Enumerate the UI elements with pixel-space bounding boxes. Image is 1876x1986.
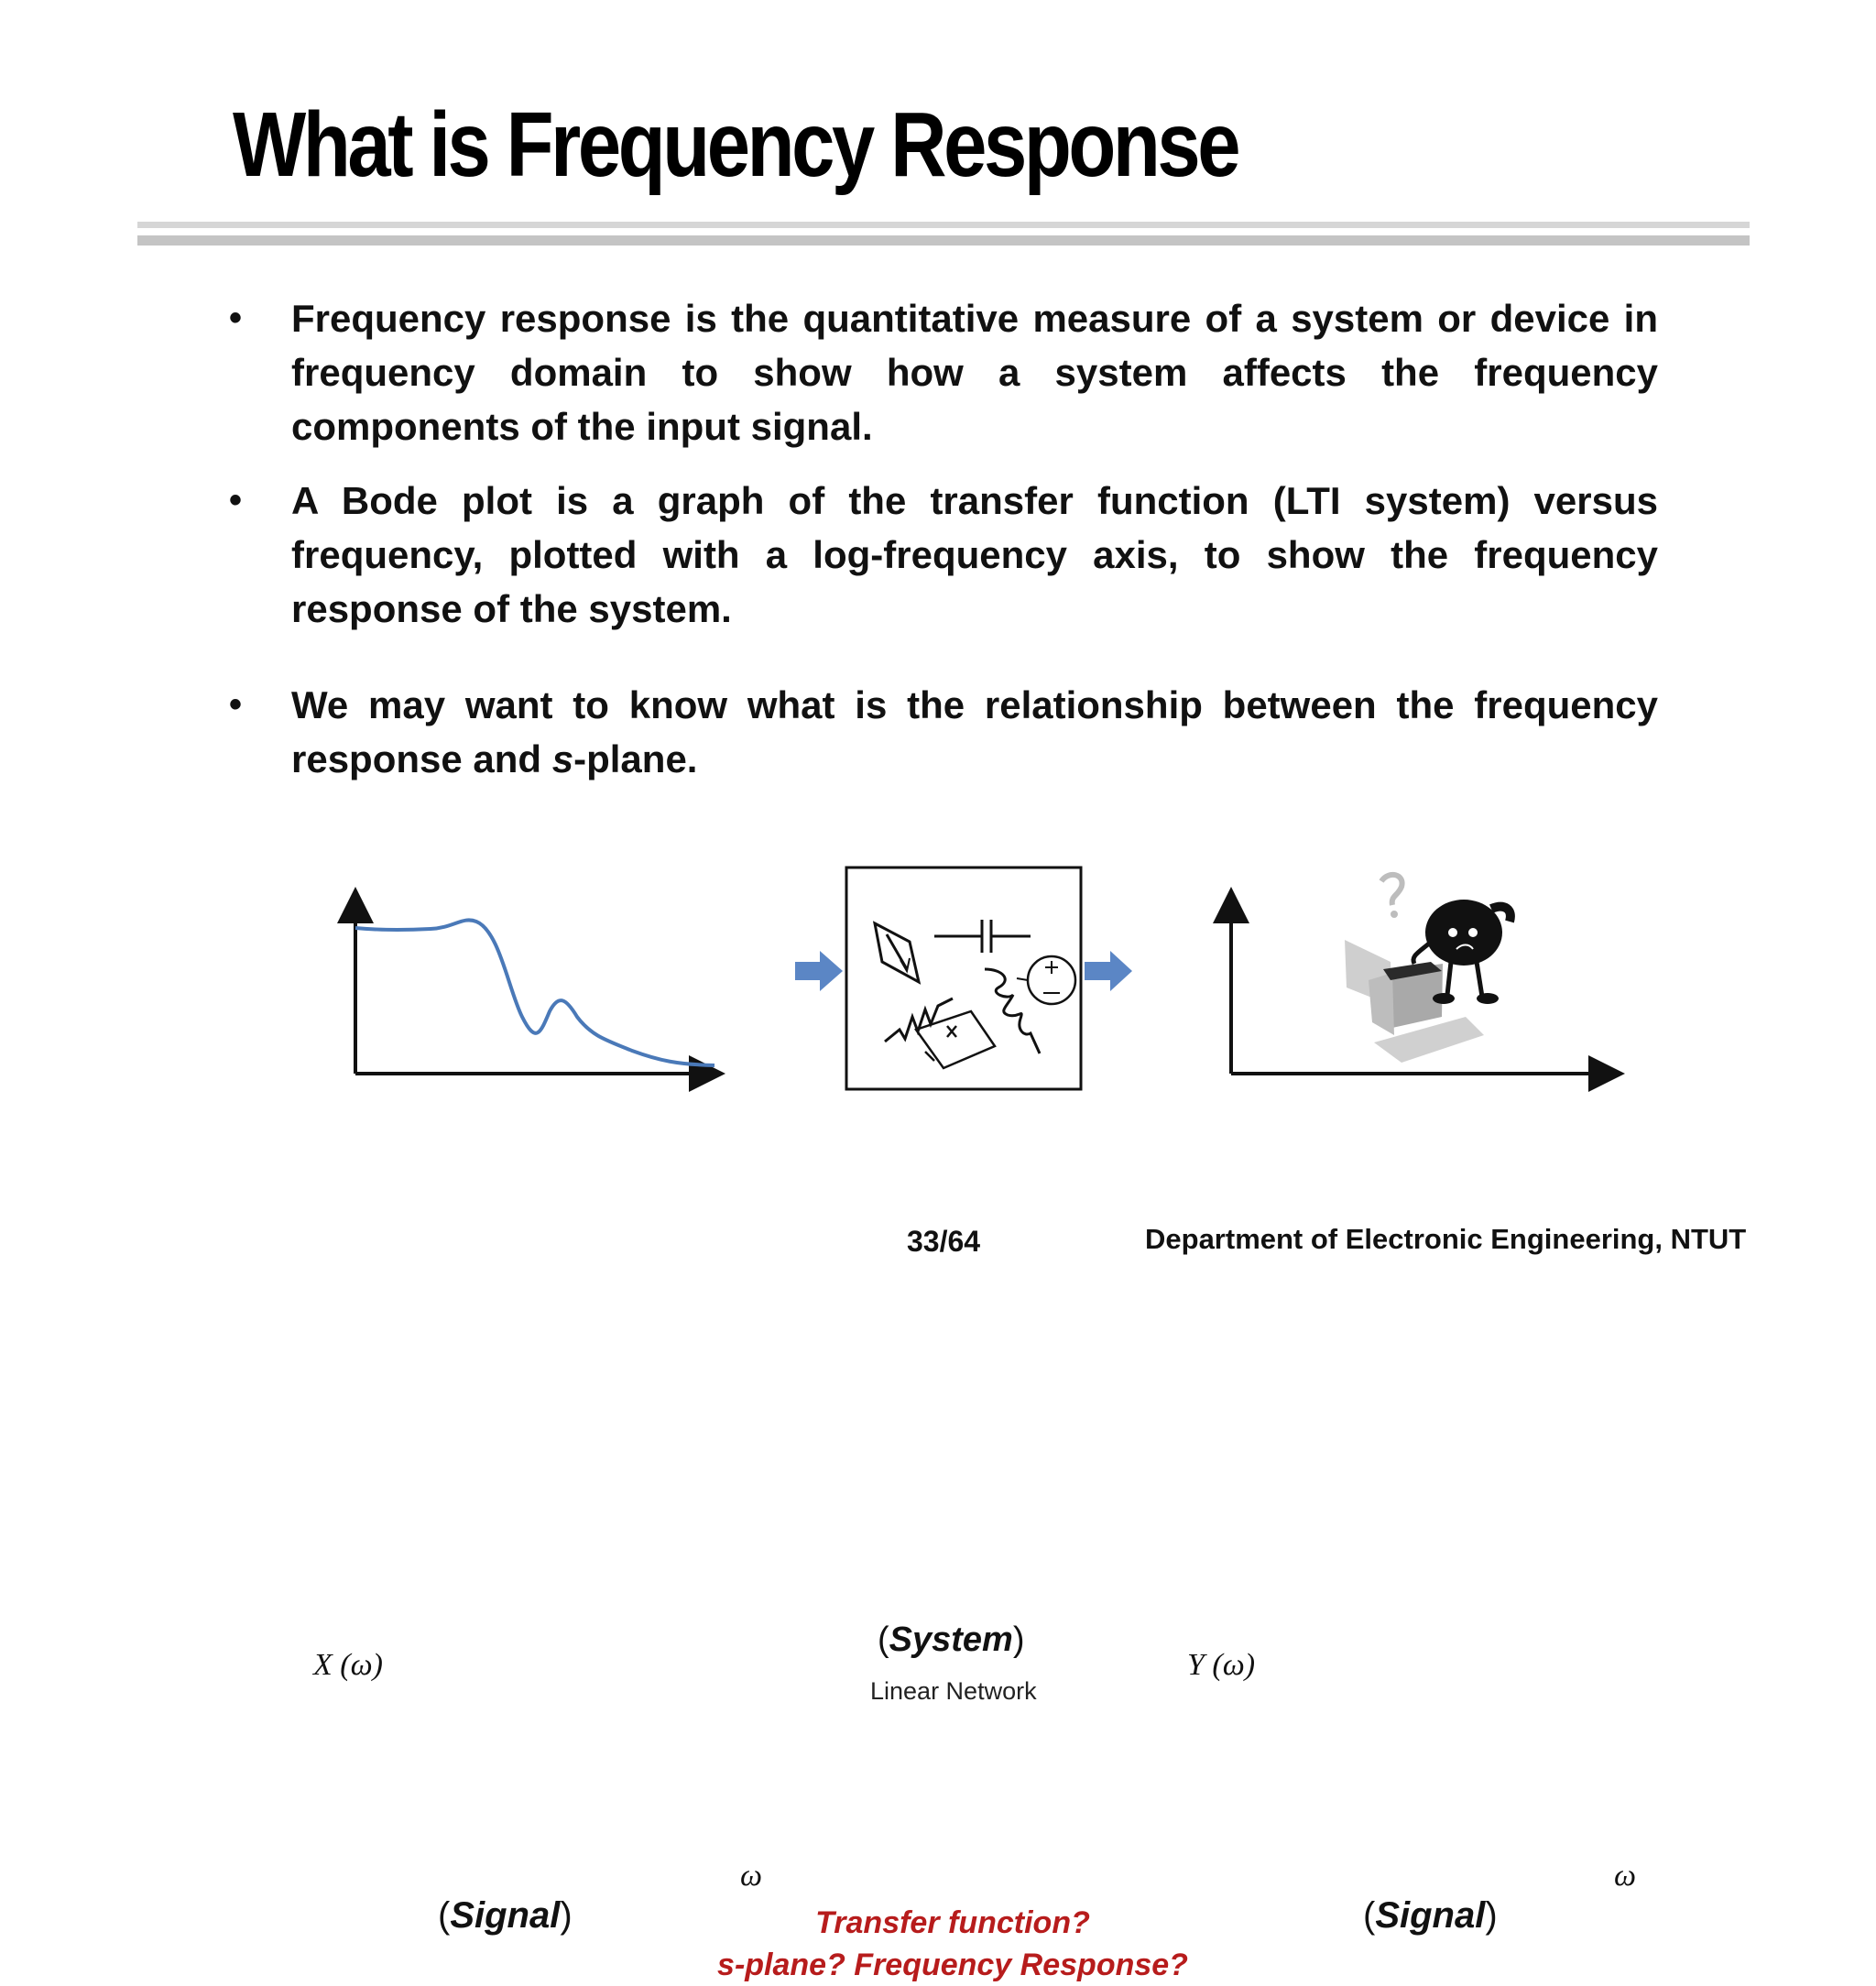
title-divider-bottom — [137, 235, 1750, 246]
bullet-list: • Frequency response is the quantitative… — [229, 291, 1658, 786]
slide-title: What is Frequency Response — [233, 93, 1241, 196]
bullet-item: • Frequency response is the quantitative… — [229, 291, 1658, 453]
bullet-marker: • — [229, 298, 243, 338]
output-flow-arrow — [1085, 951, 1132, 991]
component-icon — [913, 1009, 997, 1070]
bullet-text: Frequency response is the quantitative m… — [291, 297, 1658, 448]
inductor-icon — [984, 967, 1042, 1054]
capacitor-icon — [934, 920, 1031, 953]
bullet-item: • We may want to know what is the relati… — [229, 678, 1658, 786]
input-axis-label: X (ω) — [313, 1648, 383, 1682]
title-divider-top — [137, 222, 1750, 228]
meter-icon — [872, 921, 922, 985]
input-signal-curve — [354, 918, 715, 1067]
slide: What is Frequency Response • Frequency r… — [0, 93, 1876, 1982]
bullet-text-italic: s — [551, 737, 574, 780]
linear-network-label: Linear Network — [870, 1677, 1037, 1705]
signal-word: Signal — [1375, 1895, 1486, 1936]
transfer-function-question: Transfer function? — [815, 1905, 1090, 1940]
confused-character-illustration — [1345, 871, 1515, 1063]
output-signal-plot — [1213, 887, 1625, 1092]
bullet-item: • A Bode plot is a graph of the transfer… — [229, 474, 1658, 636]
output-axis-label: Y (ω) — [1187, 1648, 1256, 1682]
bullet-text: We may want to know what is the relation… — [291, 678, 1658, 786]
input-flow-arrow — [795, 951, 843, 991]
signal-word: Signal — [450, 1895, 561, 1936]
page-number: 33/64 — [907, 1225, 981, 1258]
system-word: System — [889, 1620, 1013, 1659]
voltage-source-icon — [1016, 955, 1077, 1006]
input-omega-label: ω — [740, 1859, 763, 1893]
input-signal-plot — [337, 887, 725, 1092]
diagram-graphics — [337, 866, 1625, 1092]
bullet-marker: • — [229, 684, 243, 725]
bullet-marker: • — [229, 480, 243, 520]
output-signal-caption: (Signal) — [1363, 1895, 1498, 1936]
splane-frequency-question: s-plane? Frequency Response? — [717, 1948, 1188, 1982]
bullet-text-part: -plane. — [573, 737, 698, 780]
department-footer: Department of Electronic Engineering, NT… — [1145, 1223, 1747, 1255]
system-caption: (System) — [878, 1620, 1025, 1659]
input-signal-caption: (Signal) — [438, 1895, 573, 1936]
output-omega-label: ω — [1614, 1859, 1637, 1893]
signal-system-diagram: X (ω) ω (Signal) (System) Linear Network… — [0, 806, 1876, 1982]
bullet-text: A Bode plot is a graph of the transfer f… — [291, 479, 1658, 630]
linear-network-box — [845, 866, 1083, 1091]
bullet-text-part: We may want to know what is the relation… — [291, 683, 1658, 780]
